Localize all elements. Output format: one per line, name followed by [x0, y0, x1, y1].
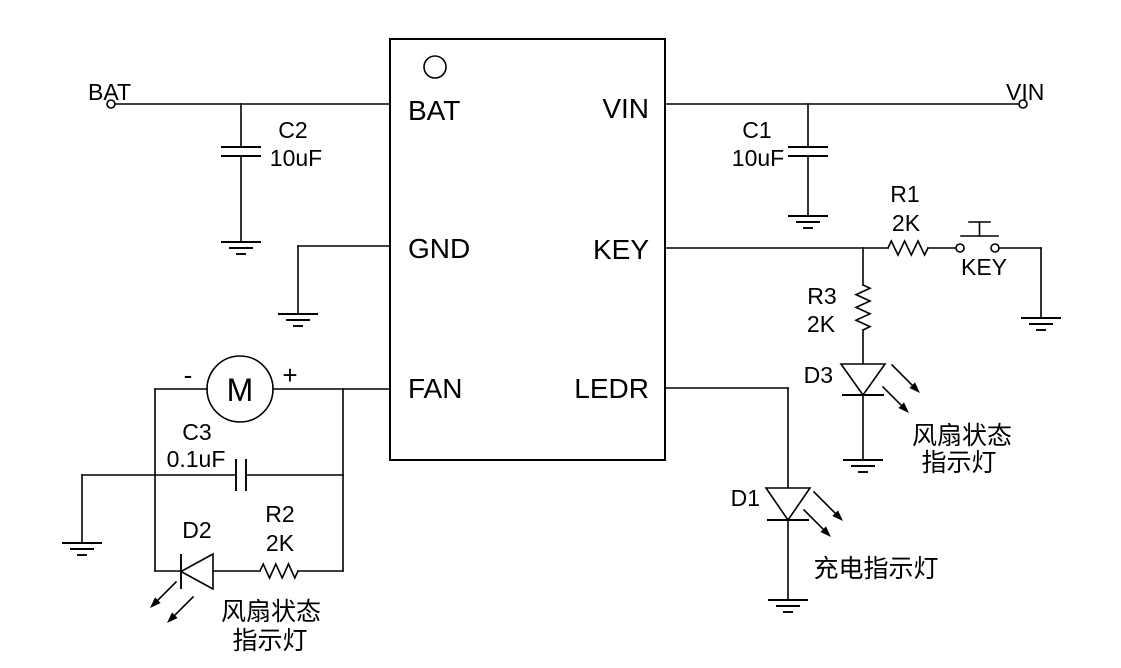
resistor-r2-icon — [258, 562, 300, 580]
d1-ref: D1 — [731, 485, 760, 511]
net-vin: VIN — [664, 79, 1044, 109]
d3-light-arrow-2 — [881, 385, 904, 408]
ic-pin-bat: BAT — [408, 95, 460, 126]
c2-ref: C2 — [278, 117, 307, 143]
net-gnd — [277, 245, 391, 327]
d3-caption-line2: 指示灯 — [921, 449, 996, 477]
d2-ref: D2 — [182, 517, 211, 543]
vin-terminal-icon — [1018, 99, 1028, 109]
d3-light-arrow-1 — [890, 363, 915, 388]
capacitor-c1: C1 10uF — [732, 103, 829, 229]
d2-light-arrowhead-1 — [150, 597, 161, 608]
d3-ref: D3 — [804, 362, 833, 388]
branch-ledr-d1: D1 充电指示灯 — [664, 387, 939, 613]
ic-pin-vin: VIN — [602, 93, 649, 124]
resistor-r3-icon — [854, 283, 872, 332]
r2-ref: R2 — [265, 501, 294, 527]
ground-icon — [220, 241, 262, 255]
ground-icon — [787, 215, 829, 229]
ground-icon — [277, 313, 319, 327]
led-d3-triangle — [839, 363, 887, 397]
c3-value: 0.1uF — [167, 446, 226, 472]
d1-light-arrowhead-2 — [820, 526, 831, 537]
vin-terminal-label: VIN — [1006, 79, 1044, 105]
ground-icon — [1020, 317, 1062, 331]
c2-value: 10uF — [270, 145, 322, 171]
led-d1-triangle — [764, 487, 812, 522]
branch-c3: C3 0.1uF — [61, 419, 344, 556]
d2-caption-line2: 指示灯 — [232, 627, 307, 655]
pin1-indicator-icon — [423, 55, 447, 79]
r1-ref: R1 — [890, 181, 919, 207]
d1-caption: 充电指示灯 — [813, 555, 938, 583]
capacitor-c2: C2 10uF — [220, 103, 322, 255]
c1-value: 10uF — [732, 145, 784, 171]
d2-caption-line1: 风扇状态 — [221, 598, 321, 626]
branch-r3-d3: R3 2K D3 风扇状态 指示灯 — [804, 247, 1012, 477]
d3-light-arrowhead-1 — [909, 382, 920, 393]
ic-pin-fan: FAN — [408, 373, 462, 404]
ic-pin-gnd: GND — [408, 233, 470, 264]
net-fan-motor: M - + — [154, 355, 391, 572]
d3-light-arrowhead-2 — [898, 402, 909, 413]
d1-light-arrow-2 — [802, 508, 826, 532]
d1-light-arrow-1 — [812, 490, 838, 516]
resistor-r1-icon — [886, 239, 930, 257]
d1-light-arrowhead-1 — [832, 510, 843, 521]
ic-outline — [389, 38, 666, 461]
net-key: R1 2K KEY — [664, 181, 1062, 331]
bat-terminal-icon — [106, 99, 116, 109]
d2-light-arrowhead-2 — [167, 612, 178, 623]
d3-caption-line1: 风扇状态 — [912, 422, 1012, 450]
c1-ref: C1 — [742, 117, 771, 143]
motor-minus-sign: - — [184, 360, 193, 390]
c3-ref: C3 — [182, 419, 211, 445]
key-switch-contact-right — [990, 243, 1000, 253]
net-bat: BAT — [88, 79, 391, 109]
motor-label: M — [227, 372, 254, 408]
r1-value: 2K — [892, 210, 921, 236]
r2-value: 2K — [266, 530, 295, 556]
ic-body: BAT GND FAN VIN KEY LEDR — [389, 38, 666, 461]
d2-light-arrow-1 — [154, 580, 178, 604]
motor-plus-sign: + — [282, 360, 297, 390]
d2-light-arrow-2 — [171, 595, 195, 619]
ic-pin-ledr: LEDR — [574, 373, 649, 404]
ic-pin-key: KEY — [593, 234, 649, 265]
r3-value: 2K — [807, 311, 836, 337]
led-d2-triangle — [179, 552, 214, 591]
key-switch-label: KEY — [961, 254, 1007, 280]
branch-d2-r2: D2 R2 2K 风扇状态 指示灯 — [150, 501, 344, 655]
r3-ref: R3 — [807, 283, 836, 309]
key-switch-contact-left — [955, 243, 965, 253]
ground-icon — [61, 542, 103, 556]
ground-icon — [767, 599, 809, 613]
ground-icon — [842, 459, 884, 473]
